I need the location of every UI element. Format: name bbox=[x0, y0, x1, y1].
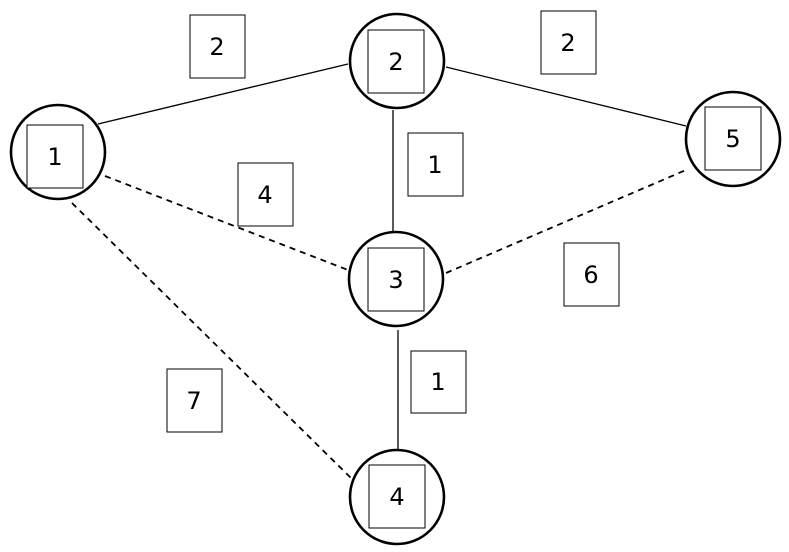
weight-label: 2 bbox=[560, 29, 575, 57]
node-4: 4 bbox=[348, 448, 446, 546]
weight-box-3-4: 1 bbox=[410, 350, 467, 414]
node-1: 1 bbox=[9, 103, 107, 201]
weight-label: 4 bbox=[257, 181, 272, 209]
edge-1-2 bbox=[97, 63, 349, 125]
weight-label: 7 bbox=[186, 387, 201, 415]
node-label: 3 bbox=[388, 266, 403, 294]
node-label: 2 bbox=[388, 48, 403, 76]
weight-box-1-2: 2 bbox=[189, 14, 246, 79]
node-2: 2 bbox=[348, 12, 446, 110]
weight-label: 1 bbox=[427, 151, 442, 179]
node-3: 3 bbox=[347, 230, 445, 328]
weight-box-3-5: 6 bbox=[563, 242, 620, 307]
weight-box-1-4: 7 bbox=[166, 368, 223, 433]
node-5: 5 bbox=[684, 90, 782, 188]
weight-label: 6 bbox=[583, 261, 598, 289]
weight-label: 2 bbox=[209, 33, 224, 61]
node-label: 4 bbox=[389, 483, 404, 511]
edge-2-5 bbox=[445, 66, 687, 127]
weight-box-2-5: 2 bbox=[540, 10, 597, 75]
node-label: 5 bbox=[725, 125, 740, 153]
edge-1-4 bbox=[71, 202, 355, 482]
node-label: 1 bbox=[47, 143, 62, 171]
edge-1-3 bbox=[104, 175, 349, 271]
weight-box-1-3: 4 bbox=[237, 162, 294, 227]
weight-box-2-3: 1 bbox=[407, 132, 464, 197]
weight-label: 1 bbox=[430, 368, 445, 396]
